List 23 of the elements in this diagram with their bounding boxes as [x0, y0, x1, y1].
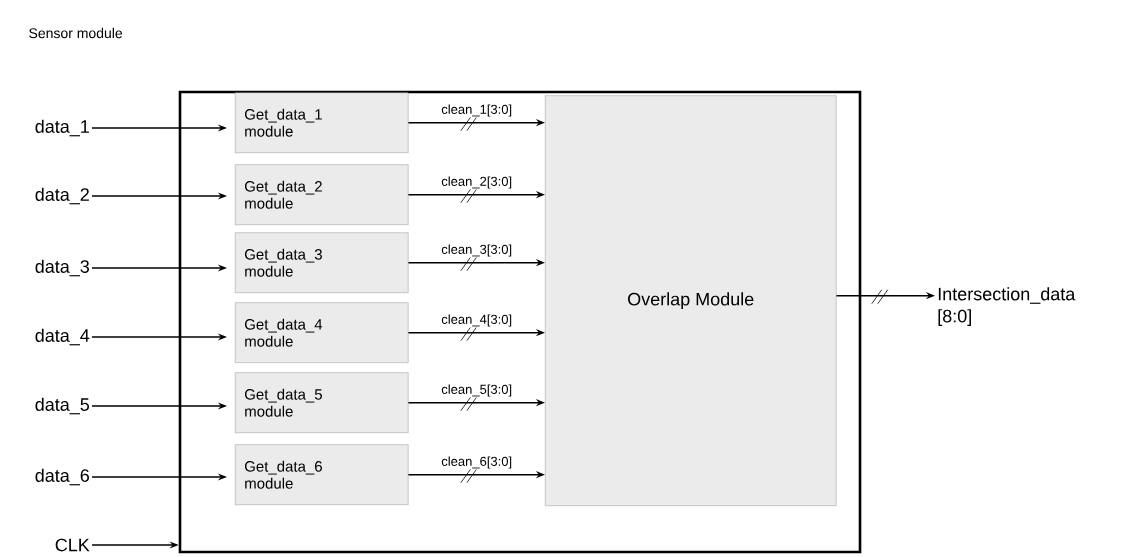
process-box: Overlap Module	[545, 95, 837, 506]
edge-label: clean_4[3:0]	[440, 313, 514, 328]
signal-label: data_2	[35, 187, 89, 205]
process-box: Get_data_1 module	[235, 92, 409, 153]
edge-label: clean_2[3:0]	[440, 175, 514, 190]
signal-label: CLK	[55, 538, 90, 552]
signal-label: Intersection_data [8:0]	[938, 287, 1076, 326]
process-box: Get_data_5 module	[235, 372, 409, 433]
signal-label: data_5	[35, 397, 90, 415]
signal-label: data_3	[35, 259, 89, 277]
edge-label: clean_5[3:0]	[440, 383, 514, 398]
process-box: Get_data_6 module	[235, 444, 409, 505]
process-box: Get_data_3 module	[235, 232, 409, 293]
edge-label: clean_3[3:0]	[440, 243, 514, 258]
process-box: Get_data_4 module	[235, 302, 409, 363]
edge-label: clean_6[3:0]	[440, 455, 514, 470]
signal-label: data_1	[35, 119, 89, 137]
diagram-title: Sensor module	[29, 27, 123, 39]
module-frame	[178, 90, 862, 554]
edge-label: clean_1[3:0]	[440, 103, 514, 118]
signal-label: data_4	[35, 328, 90, 346]
process-box: Get_data_2 module	[235, 164, 409, 225]
signal-label: data_6	[35, 468, 89, 486]
